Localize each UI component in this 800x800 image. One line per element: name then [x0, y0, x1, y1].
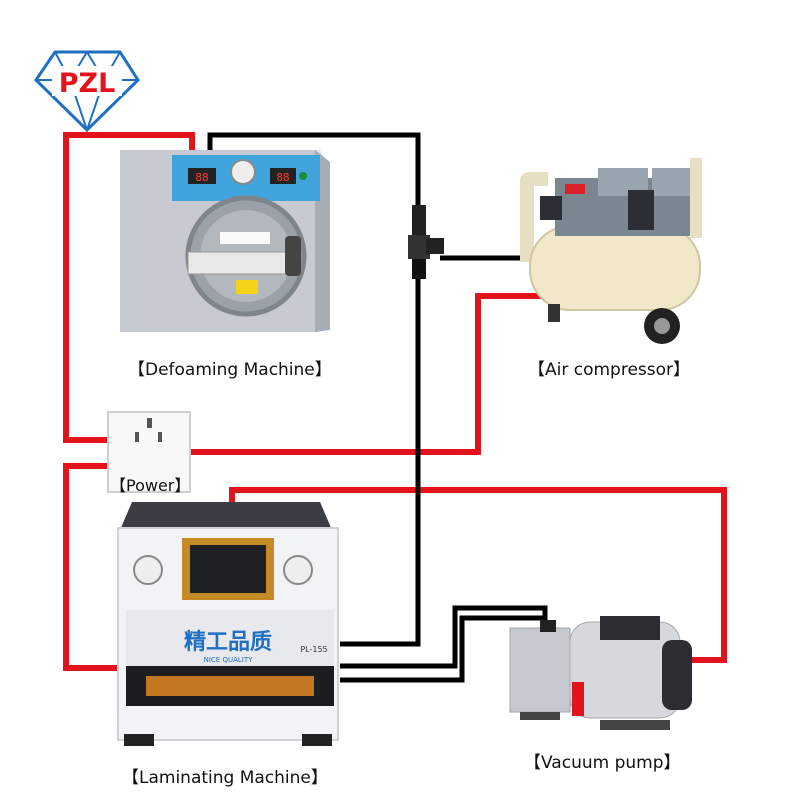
logo-text: PZL	[59, 68, 116, 99]
laminating-sub-text: NICE QUALITY	[204, 656, 253, 664]
laminating-model-text: PL-155	[300, 645, 327, 654]
power-socket-icon	[107, 411, 191, 493]
defoaming-machine-label: 【Defoaming Machine】	[128, 360, 332, 380]
svg-text:88: 88	[276, 171, 289, 184]
svg-text:88: 88	[195, 171, 208, 184]
laminating-brand-text: 精工品质	[184, 629, 272, 655]
defoaming-machine-icon: 88 88	[120, 150, 330, 332]
vacuum-pump-icon	[509, 616, 692, 730]
t-connector-icon	[408, 205, 444, 279]
air-lines	[207, 132, 548, 683]
laminating-machine-label: 【Laminating Machine】	[122, 768, 328, 788]
pzl-logo: PZL	[34, 50, 140, 134]
air-compressor-icon	[520, 158, 702, 344]
laminating-machine-icon: 精工品质 NICE QUALITY PL-155	[117, 502, 339, 746]
air-compressor-label: 【Air compressor】	[528, 360, 691, 380]
vacuum-pump-label: 【Vacuum pump】	[524, 753, 681, 773]
power-label: 【Power】	[110, 476, 191, 495]
